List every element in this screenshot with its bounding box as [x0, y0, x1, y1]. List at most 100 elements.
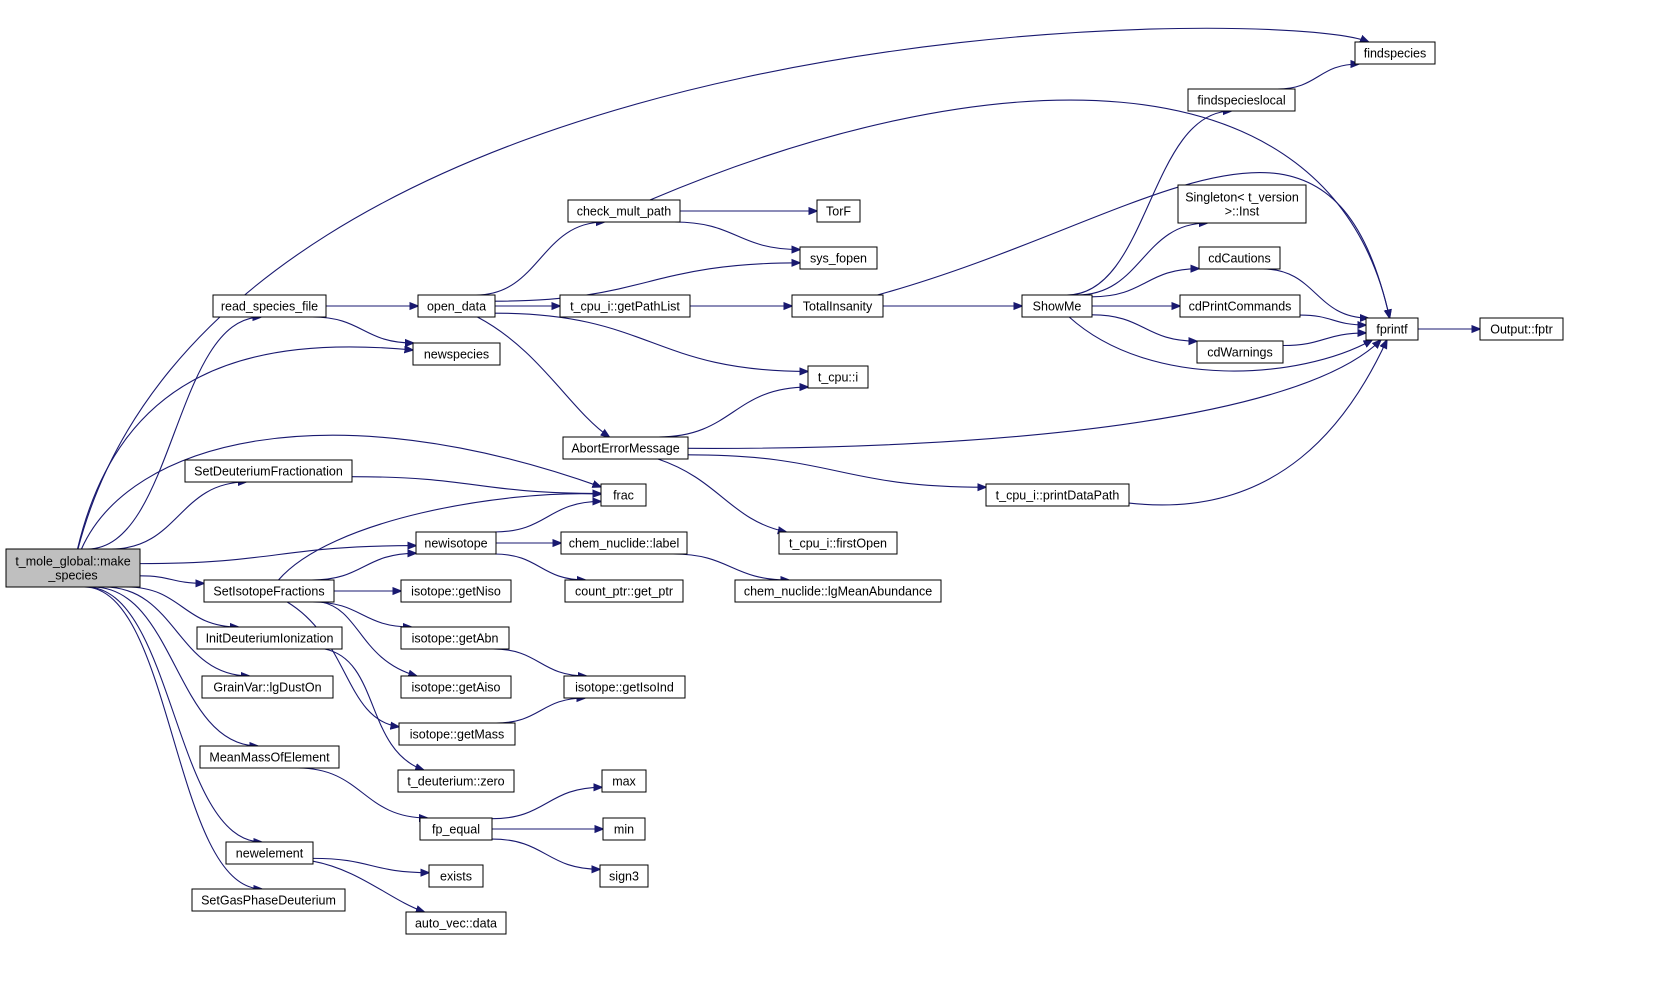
node-printdatapath[interactable]: t_cpu_i::printDataPath: [985, 483, 1130, 507]
edge-printdatapath-to-fprintf: [1128, 340, 1387, 506]
edge-make-species-to-newisotope: [139, 546, 416, 565]
node-fp-equal[interactable]: fp_equal: [419, 817, 493, 841]
node-open-data[interactable]: open_data: [417, 294, 496, 318]
node-label: TorF: [826, 205, 851, 219]
node-box: [212, 294, 327, 318]
node-frac[interactable]: frac: [600, 483, 647, 507]
node-cdwarnings[interactable]: cdWarnings: [1196, 340, 1284, 364]
node-box: [799, 246, 878, 270]
node-t-deuterium-zero[interactable]: t_deuterium::zero: [397, 769, 515, 793]
edge-initdeuteriumionization-to-t-deuterium-zero: [324, 648, 424, 770]
edge-getabn-to-getisoind: [493, 648, 586, 676]
edge-newelement-to-exists: [312, 857, 429, 872]
node-label: frac: [613, 489, 634, 503]
node-box: [564, 579, 684, 603]
edge-open-data-to-aborterrormessage: [477, 316, 609, 437]
node-auto-vec-data[interactable]: auto_vec::data: [405, 911, 507, 935]
edge-make-species-to-meanmassofelement: [92, 586, 258, 746]
node-label: cdPrintCommands: [1189, 300, 1292, 314]
node-label: MeanMassOfElement: [209, 751, 330, 765]
node-box: [1196, 340, 1284, 364]
node-newisotope[interactable]: newisotope: [415, 531, 497, 555]
edge-make-species-to-setisotopefractions: [139, 575, 204, 584]
node-torf[interactable]: TorF: [816, 199, 861, 223]
edge-getmass-to-getisoind: [496, 698, 585, 724]
node-findspecieslocal[interactable]: findspecieslocal: [1187, 88, 1296, 112]
node-box: [203, 579, 335, 603]
node-label: isotope::getAbn: [412, 632, 499, 646]
node-output-fptr[interactable]: Output::fptr: [1479, 317, 1564, 341]
node-lgduston[interactable]: GrainVar::lgDustOn: [201, 675, 334, 699]
node-label: TotalInsanity: [803, 300, 873, 314]
node-box: [428, 864, 484, 888]
node-getisoind[interactable]: isotope::getIsoInd: [563, 675, 686, 699]
node-box: [1354, 41, 1436, 65]
node-box: [419, 817, 493, 841]
node-label: isotope::getIsoInd: [575, 681, 674, 695]
edge-showme-to-findspecieslocal: [1066, 111, 1232, 296]
node-box: [201, 675, 334, 699]
edge-totalinsanity-to-fprintf: [877, 171, 1389, 318]
node-label: findspecies: [1364, 47, 1427, 61]
node-box: [400, 675, 512, 699]
node-box: [1198, 246, 1281, 270]
node-max[interactable]: max: [601, 769, 647, 793]
node-fprintf[interactable]: fprintf: [1365, 317, 1419, 341]
node-box: [559, 294, 691, 318]
node-box: [599, 864, 649, 888]
node-getniso[interactable]: isotope::getNiso: [400, 579, 512, 603]
node-sign3[interactable]: sign3: [599, 864, 649, 888]
edge-check-mult-path-to-fprintf: [649, 99, 1390, 318]
node-getaiso[interactable]: isotope::getAiso: [400, 675, 512, 699]
node-box: [400, 579, 512, 603]
node-sys-fopen[interactable]: sys_fopen: [799, 246, 878, 270]
node-setisotopefractions[interactable]: SetIsotopeFractions: [203, 579, 335, 603]
node-setgasphasedeuterium[interactable]: SetGasPhaseDeuterium: [191, 888, 346, 912]
node-read-species-file[interactable]: read_species_file: [212, 294, 327, 318]
node-label: isotope::getAiso: [412, 681, 501, 695]
node-firstopen[interactable]: t_cpu_i::firstOpen: [778, 531, 898, 555]
node-label: newelement: [236, 847, 304, 861]
node-get-ptr[interactable]: count_ptr::get_ptr: [564, 579, 684, 603]
node-label: GrainVar::lgDustOn: [213, 681, 321, 695]
node-label: t_cpu_i::printDataPath: [996, 489, 1120, 503]
node-label: read_species_file: [221, 300, 318, 314]
node-cdprintcommands[interactable]: cdPrintCommands: [1179, 294, 1301, 318]
edge-cdcautions-to-fprintf: [1263, 268, 1368, 318]
node-lgmeanabundance[interactable]: chem_nuclide::lgMeanAbundance: [734, 579, 942, 603]
node-setdeuteriumfractionation[interactable]: SetDeuteriumFractionation: [184, 459, 353, 483]
node-showme[interactable]: ShowMe: [1021, 294, 1093, 318]
node-box: [1187, 88, 1296, 112]
node-t-cpu-i[interactable]: t_cpu::i: [807, 365, 869, 389]
edge-make-species-to-setdeuteriumfractionation: [111, 482, 246, 550]
edge-meanmassofelement-to-fp-equal: [297, 767, 428, 818]
node-aborterrormessage[interactable]: AbortErrorMessage: [562, 436, 689, 460]
node-findspecies[interactable]: findspecies: [1354, 41, 1436, 65]
edge-setisotopefractions-to-frac: [278, 494, 601, 581]
node-meanmassofelement[interactable]: MeanMassOfElement: [199, 745, 340, 769]
node-box: [563, 675, 686, 699]
node-label: newspecies: [424, 348, 489, 362]
node-getpathlist[interactable]: t_cpu_i::getPathList: [559, 294, 691, 318]
node-initdeuteriumionization[interactable]: InitDeuteriumIonization: [196, 626, 343, 650]
node-totalinsanity[interactable]: TotalInsanity: [791, 294, 884, 318]
edge-setisotopefractions-to-newisotope: [311, 553, 416, 581]
node-newelement[interactable]: newelement: [225, 841, 314, 865]
node-check-mult-path[interactable]: check_mult_path: [567, 199, 681, 223]
node-chem-nuclide-label[interactable]: chem_nuclide::label: [560, 531, 688, 555]
node-label: sign3: [609, 870, 639, 884]
node-box: [196, 626, 343, 650]
node-exists[interactable]: exists: [428, 864, 484, 888]
node-min[interactable]: min: [602, 817, 646, 841]
edge-showme-to-cdcautions: [1091, 269, 1199, 298]
edge-make-species-to-setgasphasedeuterium: [84, 586, 262, 889]
edge-setisotopefractions-to-getabn: [312, 601, 412, 627]
node-cdcautions[interactable]: cdCautions: [1198, 246, 1281, 270]
edge-read-species-file-to-newspecies: [312, 316, 413, 343]
node-box: [184, 459, 353, 483]
node-singleton[interactable]: Singleton< t_version>::Inst: [1177, 184, 1307, 224]
node-getabn[interactable]: isotope::getAbn: [400, 626, 510, 650]
node-getmass[interactable]: isotope::getMass: [398, 722, 516, 746]
node-newspecies[interactable]: newspecies: [412, 342, 501, 366]
